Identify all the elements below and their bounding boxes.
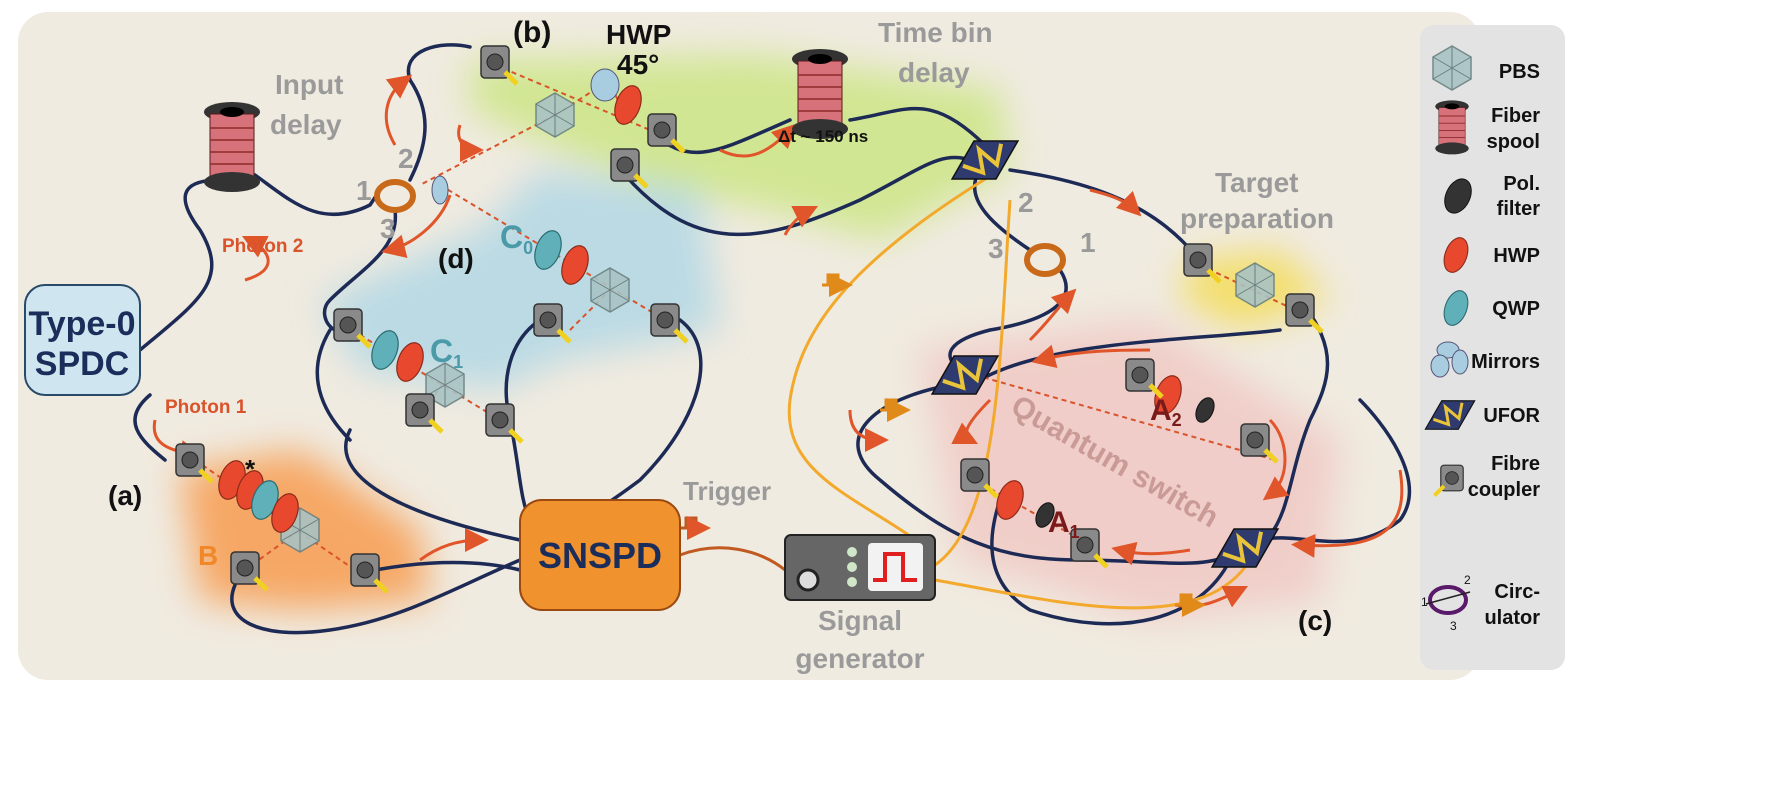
panel-a-label: (a) bbox=[108, 480, 142, 511]
signal-generator-line2: generator bbox=[795, 643, 924, 674]
time-bin-delay-line1: Time bin bbox=[878, 17, 993, 48]
photon-arrows bbox=[152, 74, 1404, 617]
a1-label: A1 bbox=[1048, 506, 1080, 542]
legend-ufor: UFOR bbox=[1483, 405, 1540, 427]
legend-coupler-line1: Fibre bbox=[1491, 453, 1540, 475]
fiber-spool-icon bbox=[1434, 99, 1470, 155]
circulator-d-port-1: 1 bbox=[356, 175, 372, 206]
b-label: B bbox=[198, 540, 218, 571]
asterisk-label: * bbox=[245, 454, 256, 484]
fiber-spool-time-bin bbox=[791, 48, 849, 140]
panel-c-label: (c) bbox=[1298, 605, 1332, 636]
legend: PBS Fiber spool Pol. filter HWP QWP Mirr… bbox=[1415, 25, 1565, 670]
a2-label: A2 bbox=[1150, 394, 1182, 430]
polarization-filter-icon bbox=[1444, 178, 1472, 214]
legend-fiber-line2: spool bbox=[1487, 131, 1540, 153]
legend-circulator-line2: ulator bbox=[1484, 607, 1540, 629]
legend-coupler-line2: coupler bbox=[1468, 479, 1540, 501]
region-d bbox=[320, 170, 720, 390]
spdc-label-line1: Type-0 bbox=[28, 305, 135, 343]
legend-polfilter-line1: Pol. bbox=[1503, 173, 1540, 195]
circulator-d bbox=[374, 179, 416, 213]
time-bin-delay-line2: delay bbox=[898, 57, 970, 88]
circulator-c-port-1: 1 bbox=[1080, 227, 1096, 258]
legend-mirrors: Mirrors bbox=[1471, 351, 1540, 373]
hwp45-label-line1: HWP bbox=[606, 19, 671, 50]
circulator-d-port-3: 3 bbox=[380, 213, 396, 244]
circulator-icon: 1 2 3 bbox=[1421, 573, 1471, 633]
legend-fiber-line1: Fiber bbox=[1491, 105, 1540, 127]
c0-label: C0 bbox=[500, 219, 533, 258]
mirror-d bbox=[431, 175, 449, 205]
legend-circulator-line1: Circ- bbox=[1494, 581, 1540, 603]
mirrors-icon bbox=[1430, 341, 1469, 378]
circulator-c bbox=[1024, 243, 1066, 277]
input-delay-line2: delay bbox=[270, 109, 342, 140]
snspd-label: SNSPD bbox=[538, 535, 662, 576]
legend-hwp: HWP bbox=[1493, 245, 1540, 267]
photon-2-label: Photon 2 bbox=[222, 236, 303, 257]
hwp45-label-line2: 45° bbox=[617, 49, 659, 80]
circulator-c-port-2: 2 bbox=[1018, 187, 1034, 218]
photon-1-label: Photon 1 bbox=[165, 397, 247, 418]
legend-circulator-port-1: 1 bbox=[1421, 595, 1428, 609]
signal-generator bbox=[784, 534, 936, 601]
circulator-d-port-2: 2 bbox=[398, 143, 414, 174]
target-preparation-line2: preparation bbox=[1180, 203, 1334, 234]
signal-generator-line1: Signal bbox=[818, 605, 902, 636]
panel-d-label: (d) bbox=[438, 243, 474, 274]
snspd-box bbox=[519, 499, 681, 611]
panel-b-label: (b) bbox=[513, 16, 551, 49]
legend-polfilter-line2: filter bbox=[1497, 198, 1541, 220]
spdc-source-box bbox=[24, 284, 141, 396]
fiber-spool-input bbox=[203, 101, 261, 193]
c1-label: C1 bbox=[430, 333, 463, 372]
delta-t-label: Δt ~ 150 ns bbox=[778, 127, 868, 146]
legend-circulator-port-2: 2 bbox=[1464, 573, 1471, 587]
circulator-c-port-3: 3 bbox=[988, 233, 1004, 264]
legend-qwp: QWP bbox=[1492, 298, 1540, 320]
target-preparation-line1: Target bbox=[1215, 167, 1299, 198]
legend-circulator-port-3: 3 bbox=[1450, 619, 1457, 633]
electrical-lines bbox=[679, 168, 1252, 610]
input-delay-line1: Input bbox=[275, 69, 343, 100]
optical-fibers bbox=[133, 43, 1412, 635]
mirror-b bbox=[590, 68, 620, 102]
trigger-label: Trigger bbox=[683, 476, 771, 506]
legend-pbs: PBS bbox=[1499, 61, 1540, 83]
spdc-label-line2: SPDC bbox=[35, 345, 129, 383]
